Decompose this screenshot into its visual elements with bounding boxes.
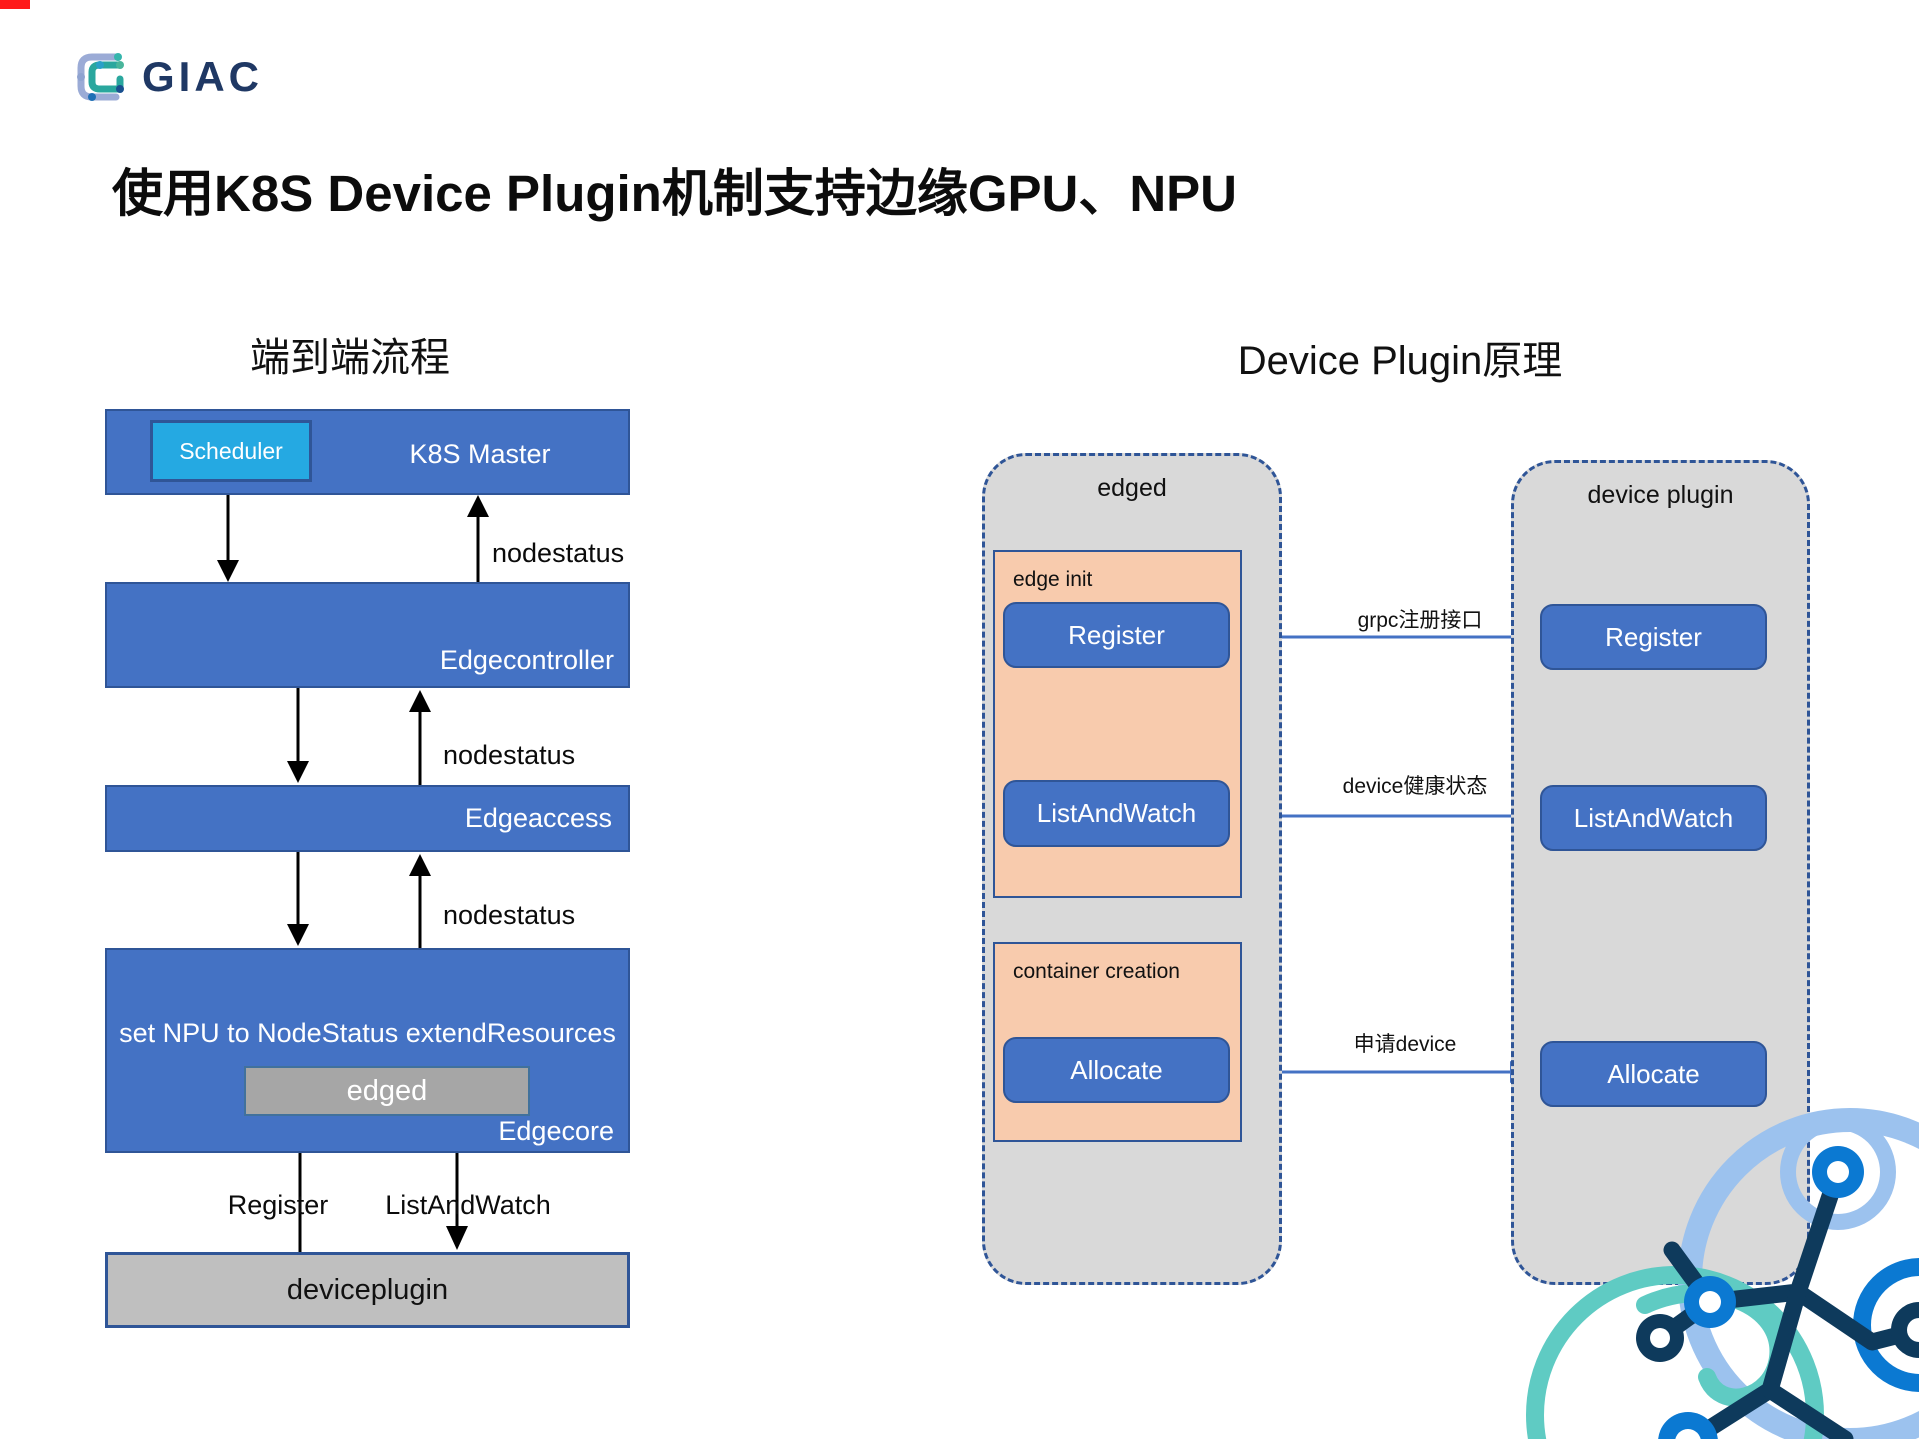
apply-device-label: 申请device — [1353, 1033, 1457, 1056]
container-creation-label: container creation — [1013, 960, 1180, 983]
top-left-red-mark — [0, 0, 30, 9]
device-plugin-group-label: device plugin — [1587, 481, 1734, 509]
edge-init-label: edge init — [1013, 568, 1093, 591]
grpc-register-label: grpc注册接口 — [1357, 609, 1483, 632]
register-flow-label: Register — [227, 1190, 329, 1220]
edged-allocate-box: Allocate — [1003, 1037, 1230, 1103]
giac-logo-text: GIAC — [142, 53, 263, 100]
edgecontroller-box: Edgecontroller — [105, 582, 630, 688]
edged-listandwatch-box: ListAndWatch — [1003, 780, 1230, 847]
edged-register-box: Register — [1003, 602, 1230, 668]
giac-logo: GIAC — [72, 48, 263, 106]
k8s-master-label: K8S Master — [409, 439, 551, 469]
listandwatch-flow-label: ListAndWatch — [385, 1190, 551, 1220]
plugin-register-box: Register — [1540, 604, 1767, 670]
slide-title: 使用K8S Device Plugin机制支持边缘GPU、NPU — [112, 165, 1238, 222]
scheduler-box: Scheduler — [150, 420, 312, 482]
edgeaccess-box: Edgeaccess — [105, 785, 630, 852]
plugin-listandwatch-box: ListAndWatch — [1540, 785, 1767, 851]
edgeaccess-label: Edgeaccess — [464, 803, 612, 833]
edged-group-label: edged — [1097, 474, 1167, 502]
nodestatus-label-3: nodestatus — [443, 900, 576, 930]
nodestatus-label-2: nodestatus — [443, 740, 576, 770]
edgecontroller-label: Edgecontroller — [439, 645, 614, 675]
network-decoration — [1526, 1108, 1919, 1439]
giac-logo-icon — [77, 53, 124, 101]
deviceplugin-box: deviceplugin — [105, 1252, 630, 1328]
right-section-title: Device Plugin原理 — [1237, 339, 1563, 383]
edged-inner-box: edged — [244, 1066, 530, 1116]
device-health-label: device健康状态 — [1342, 775, 1488, 798]
edgecore-box: set NPU to NodeStatus extendResources ed… — [105, 948, 630, 1153]
edgecore-text: set NPU to NodeStatus extendResources — [119, 1018, 616, 1048]
k8s-master-box: Scheduler K8S Master — [105, 409, 630, 495]
network-nodes — [1636, 1146, 1919, 1439]
plugin-allocate-box: Allocate — [1540, 1041, 1767, 1107]
edgecore-label: Edgecore — [498, 1116, 614, 1146]
nodestatus-label-1: nodestatus — [492, 538, 625, 568]
left-section-title: 端到端流程 — [250, 336, 450, 380]
